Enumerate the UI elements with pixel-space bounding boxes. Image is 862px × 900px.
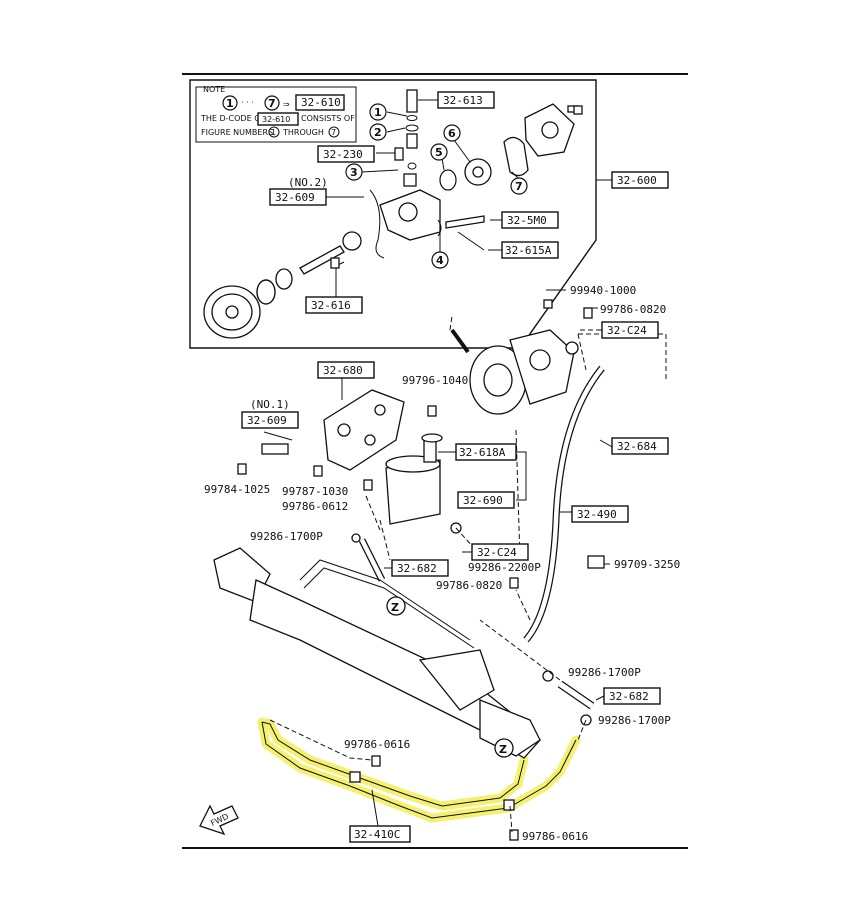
snap-ring [256, 279, 276, 305]
reservoir [385, 433, 443, 525]
label-32-609-no1: 32-609 [247, 414, 287, 427]
z-markers: Z Z [386, 596, 514, 758]
label-32-609-no2: 32-609 [275, 191, 315, 204]
label-32-690: 32-690 [463, 494, 503, 507]
label-32-c24-mid: 32-C24 [477, 546, 517, 559]
label-32-616: 32-616 [311, 299, 351, 312]
label-99784-1025: 99784-1025 [204, 483, 270, 496]
label-32-490: 32-490 [577, 508, 617, 521]
label-99786-0612: 99786-0612 [282, 500, 348, 513]
note-line1-b: CONSISTS OF [301, 114, 355, 123]
note-range-to: 7 [268, 97, 276, 110]
label-99787-1030: 99787-1030 [282, 485, 348, 498]
note-line2-mid: THROUGH [282, 128, 324, 137]
pump-exploded-parts [203, 89, 579, 339]
installed-pump [450, 328, 575, 415]
steering-rack [213, 547, 541, 759]
label-32-5m0: 32-5M0 [507, 214, 547, 227]
figure-number-4: 4 [436, 254, 444, 267]
note-line2-a: FIGURE NUMBERS [201, 128, 273, 137]
note-line1-code: 32-610 [262, 115, 290, 124]
figure-number-5: 5 [435, 146, 443, 159]
label-32-682-left: 32-682 [397, 562, 437, 575]
svg-text:⇒: ⇒ [283, 100, 290, 109]
label-32-682-right: 32-682 [609, 690, 649, 703]
figure-numbers: 1 2 3 4 5 6 7 [345, 103, 528, 269]
label-99286-2200p: 99286-2200P [468, 561, 541, 574]
label-32-618a: 32-618A [459, 446, 506, 459]
solid-leaders [263, 289, 615, 827]
label-99796-1040: 99796-1040 [402, 374, 468, 387]
label-32-600: 32-600 [617, 174, 657, 187]
figure-number-6: 6 [448, 127, 456, 140]
fwd-arrow: FWD [199, 804, 239, 836]
label-99286-1700p-c: 99286-1700P [598, 714, 671, 727]
figure-number-3: 3 [350, 166, 358, 179]
plain-labels: (NO.2) (NO.1) 99940-1000 99786-0820 9979… [204, 176, 680, 843]
label-no2: (NO.2) [288, 176, 328, 189]
svg-text:· · ·: · · · [241, 98, 254, 107]
note-line2-from: 1 [271, 128, 276, 137]
hoses [261, 359, 679, 819]
label-32-230: 32-230 [323, 148, 363, 161]
fasteners [237, 105, 605, 841]
note-line1-a: THE D-CODE OF [200, 114, 265, 123]
label-no1: (NO.1) [250, 398, 290, 411]
label-99786-0616-b: 99786-0616 [522, 830, 588, 843]
label-99786-0820-mid: 99786-0820 [436, 579, 502, 592]
label-99786-0616-a: 99786-0616 [344, 738, 410, 751]
z-mark-upper: Z [391, 601, 399, 614]
figure-number-2: 2 [374, 126, 382, 139]
figure-number-7: 7 [515, 180, 523, 193]
label-32-680: 32-680 [323, 364, 363, 377]
label-32-684: 32-684 [617, 440, 657, 453]
shaft [299, 245, 345, 275]
label-32-c24-top: 32-C24 [607, 324, 647, 337]
label-99286-1700p-a: 99286-1700P [250, 530, 323, 543]
note-box: NOTE 1 · · · 7 ⇒ 32-610 THE D-CODE OF 32… [195, 85, 357, 143]
z-mark-lower: Z [499, 743, 507, 756]
pump-detail-inset [189, 79, 597, 349]
bearing-2 [342, 231, 362, 251]
figure-number-1: 1 [374, 106, 382, 119]
valve-32-230 [394, 147, 404, 161]
label-99786-0820-top: 99786-0820 [600, 303, 666, 316]
boxed-labels: 32-613 32-230 32-609 32-5M0 32-615A 32-6… [241, 91, 669, 843]
label-99940-1000: 99940-1000 [570, 284, 636, 297]
bracket [261, 389, 405, 471]
note-heading: NOTE [203, 85, 225, 94]
note-line2-to: 7 [331, 128, 336, 137]
label-99286-1700p-b: 99286-1700P [568, 666, 641, 679]
bearing [275, 268, 293, 290]
label-32-613: 32-613 [443, 94, 483, 107]
label-99709-3250: 99709-3250 [614, 558, 680, 571]
fitting-32-613 [406, 89, 418, 113]
note-range-from: 1 [226, 97, 234, 110]
label-32-410c: 32-410C [354, 828, 400, 841]
dashed-leaders [269, 315, 667, 833]
gasket [503, 136, 529, 177]
note-range-target: 32-610 [301, 96, 341, 109]
label-32-615a: 32-615A [505, 244, 552, 257]
